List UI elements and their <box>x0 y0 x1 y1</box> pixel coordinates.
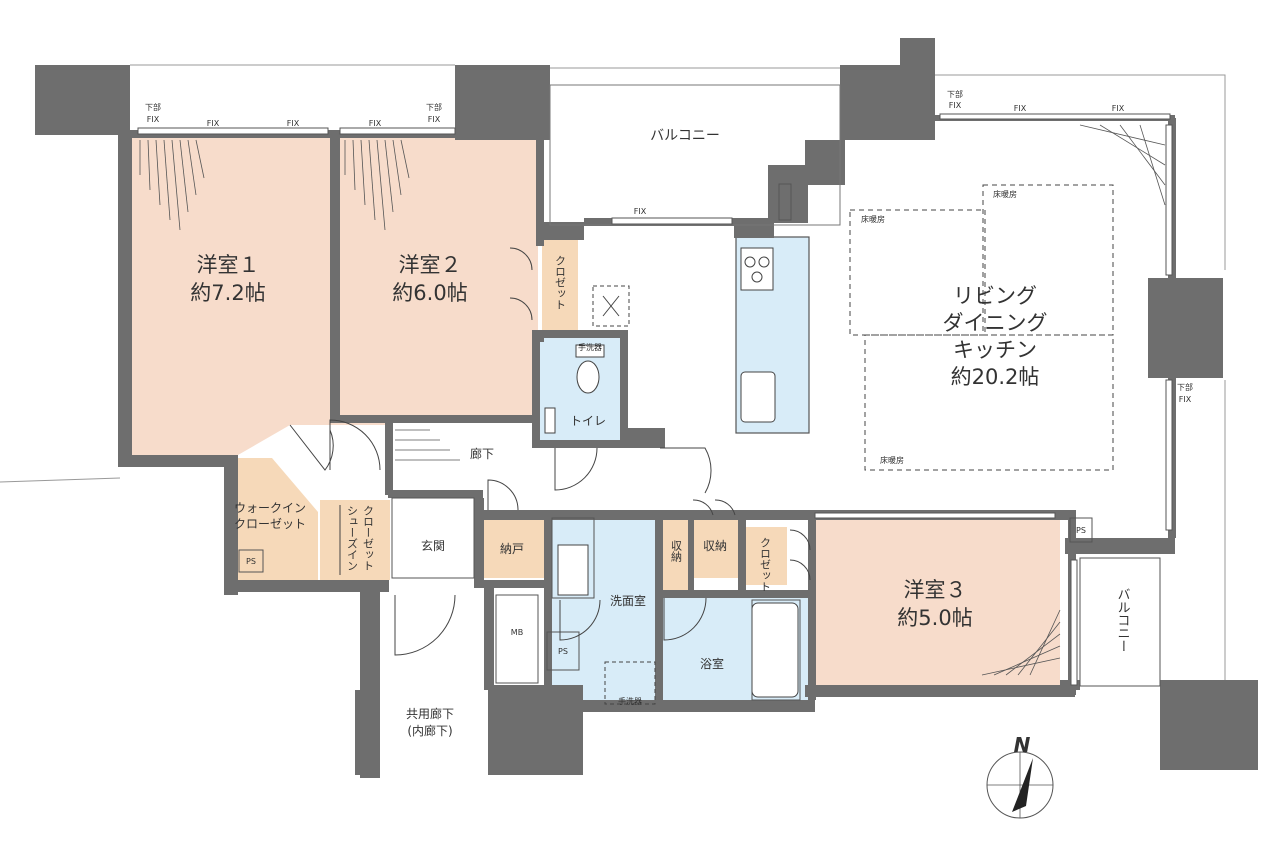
fixtures <box>339 247 799 705</box>
floor-heating-label-1: 床暖房 <box>861 214 885 224</box>
bathtub-icon <box>751 602 799 698</box>
ps-label-3: PS <box>1076 526 1086 535</box>
room1-size: 約7.2帖 <box>190 281 265 305</box>
building-outline <box>0 64 1226 680</box>
balcony-east-label: バルコニー <box>1115 588 1131 653</box>
ldk-size: 約20.2帖 <box>951 365 1040 389</box>
floor-heating-areas <box>849 184 1114 471</box>
balcony-north-label: バルコニー <box>650 128 720 144</box>
room2-size: 約6.0帖 <box>392 281 467 305</box>
hand-wash-label-1: 手洗器 <box>578 342 602 352</box>
fix-label-5: FIX <box>1014 104 1027 113</box>
fix-label-3: FIX <box>369 119 382 128</box>
walk-in-closet-label-2: クローゼット <box>234 517 306 531</box>
pantry-floor <box>480 518 544 578</box>
washing-machine-icon <box>604 661 656 705</box>
room1-name: 洋室１ <box>197 253 260 277</box>
wash-basin-icon <box>557 544 589 596</box>
closet3-floor <box>745 527 787 585</box>
fix-label-6: FIX <box>1112 104 1125 113</box>
fix-label-10: FIX <box>1179 395 1192 404</box>
room2-name: 洋室２ <box>399 253 462 277</box>
kitchen-sink-icon <box>740 371 776 423</box>
cooktop-icon <box>740 247 774 291</box>
shoe-closet-label-1: シューズイン <box>346 505 359 571</box>
common-corridor-label: 共用廊下 <box>406 706 454 721</box>
bath-label: 浴室 <box>700 656 724 671</box>
fix-label-9: FIX <box>949 101 962 110</box>
compass-label: N <box>1014 733 1031 757</box>
washroom-label: 洗面室 <box>610 593 646 608</box>
room-lines <box>238 84 1161 701</box>
storage-a-label: 収納 <box>670 540 683 563</box>
floor-heating-label-2: 床暖房 <box>993 189 1017 199</box>
fix-label-4: FIX <box>634 207 647 216</box>
mb-label: MB <box>511 628 523 637</box>
closet3-label: クロゼット <box>759 537 772 592</box>
lower-label-4: 下部 <box>1177 382 1193 392</box>
toilet-label: トイレ <box>570 414 606 428</box>
ldk-line3: キッチン <box>953 338 1037 362</box>
ldk-line2: ダイニング <box>943 311 1048 335</box>
floor-heating-label-3: 床暖房 <box>880 455 904 465</box>
labels: 洋室１ 約7.2帖 洋室２ 約6.0帖 洋室３ 約5.0帖 リビング ダイニング… <box>145 89 1193 738</box>
compass: N <box>986 733 1054 819</box>
lower-label-3: 下部 <box>947 89 963 99</box>
hallway-label: 廊下 <box>470 446 494 461</box>
hand-wash-label-2: 手洗器 <box>618 696 642 706</box>
fix-label-8: FIX <box>428 115 441 124</box>
room3-name: 洋室３ <box>904 578 967 602</box>
storage-b-label: 収納 <box>703 539 727 553</box>
toilet-bowl-icon <box>576 360 600 394</box>
storage-b-floor <box>692 520 739 578</box>
shoe-closet-floor <box>320 500 390 580</box>
ldk-line1: リビング <box>953 284 1037 308</box>
pantry-label: 納戸 <box>500 542 524 556</box>
fix-label-1: FIX <box>207 119 220 128</box>
refrigerator-space-icon <box>592 285 630 327</box>
closet2-label: クロゼット <box>554 255 567 310</box>
entrance-label: 玄関 <box>421 538 445 553</box>
ps-label-2: PS <box>558 647 568 656</box>
window-hatching <box>139 124 1166 676</box>
fix-label-7: FIX <box>147 115 160 124</box>
compass-needle-icon <box>1012 758 1033 812</box>
ps-label-1: PS <box>246 557 256 566</box>
lower-label-2: 下部 <box>426 102 442 112</box>
fix-label-2: FIX <box>287 119 300 128</box>
common-corridor-sublabel: (内廊下) <box>407 723 452 738</box>
shoe-closet-label-2: クローゼット <box>362 505 375 571</box>
closet2-floor <box>542 240 578 332</box>
doors <box>289 247 811 656</box>
window-frames <box>137 113 1173 686</box>
room2-floor <box>340 138 538 415</box>
room3-floor <box>812 520 1060 685</box>
lower-label-1: 下部 <box>145 102 161 112</box>
room1-floor <box>130 138 385 455</box>
storage-a-floor <box>663 520 688 592</box>
walk-in-closet-label-1: ウォークイン <box>234 501 306 515</box>
room3-size: 約5.0帖 <box>897 606 972 630</box>
